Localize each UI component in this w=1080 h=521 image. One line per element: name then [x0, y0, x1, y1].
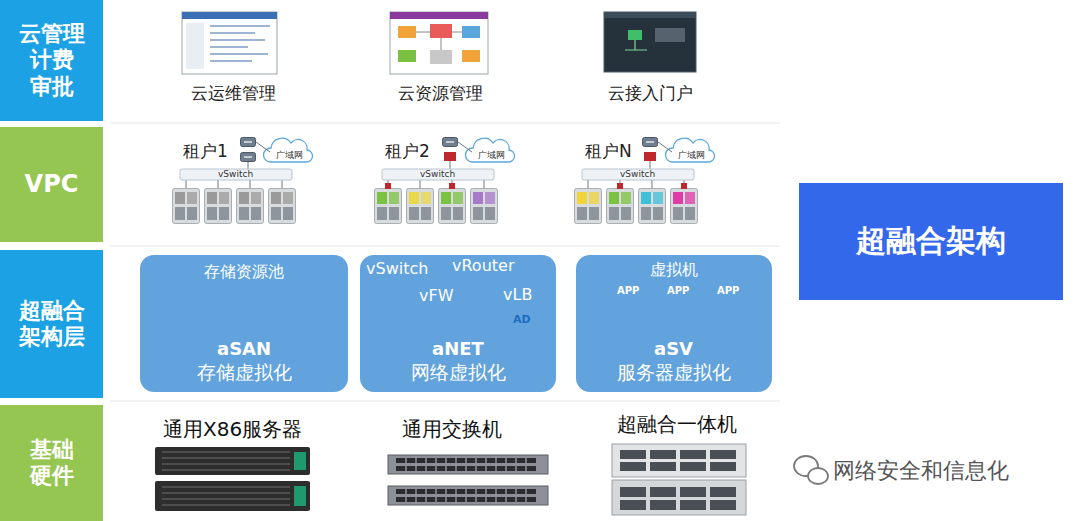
vswitch-label: vSwitch: [218, 169, 253, 179]
app-label: APP: [667, 285, 689, 297]
tenant-name: 租户N: [585, 142, 632, 162]
hardware-name: 通用交换机: [402, 418, 502, 441]
layer-band: 超融合 架构层: [0, 250, 103, 398]
hardware-name: 通用X86服务器: [163, 418, 302, 441]
component-label: vFW: [419, 287, 454, 305]
icon-text: AD: [513, 314, 531, 327]
panel-caption: 服务器虚拟化: [617, 362, 731, 384]
app-label: APP: [617, 285, 639, 297]
watermark: 网络安全和信息化: [833, 458, 1009, 483]
panel-caption: aSAN: [217, 339, 271, 360]
component-label: vSwitch: [366, 260, 428, 278]
layer-name: VPC: [12, 170, 92, 199]
panel-title: 虚拟机: [650, 261, 698, 279]
component-label: vRouter: [452, 257, 515, 275]
virtualization-panel: 虚拟机 aSV服务器虚拟化: [576, 255, 772, 392]
cloud-label: 广域网: [478, 150, 505, 160]
hardware-name: 超融合一体机: [617, 413, 737, 436]
app-label: APP: [717, 285, 739, 297]
module-name: 云接入门户: [608, 84, 693, 104]
tenant-name: 租户2: [385, 142, 430, 162]
panel-caption: aNET: [432, 339, 484, 360]
panel-caption: aSV: [654, 339, 693, 360]
cloud-label: 广域网: [276, 150, 303, 160]
tenant-name: 租户1: [183, 142, 228, 162]
layer-name: 超融合 架构层: [12, 298, 92, 351]
virtualization-panel: 存储资源池 aSAN存储虚拟化: [140, 255, 348, 392]
component-label: vLB: [503, 286, 532, 304]
layer-name: 基础 硬件: [12, 437, 92, 490]
layer-band: 云管理 计费 审批: [0, 0, 103, 121]
vswitch-label: vSwitch: [620, 169, 655, 179]
vswitch-label: vSwitch: [420, 169, 455, 179]
layer-band: VPC: [0, 127, 103, 242]
architecture-box: 超融合架构: [799, 183, 1063, 300]
module-name: 云运维管理: [191, 84, 276, 104]
module-name: 云资源管理: [398, 84, 483, 104]
panel-caption: 网络虚拟化: [411, 362, 506, 384]
layer-band: 基础 硬件: [0, 405, 103, 521]
cloud-label: 广域网: [678, 150, 705, 160]
panel-title: 存储资源池: [204, 263, 284, 281]
architecture-title: 超融合架构: [856, 221, 1006, 262]
panel-caption: 存储虚拟化: [197, 362, 292, 384]
layer-name: 云管理 计费 审批: [12, 21, 92, 100]
